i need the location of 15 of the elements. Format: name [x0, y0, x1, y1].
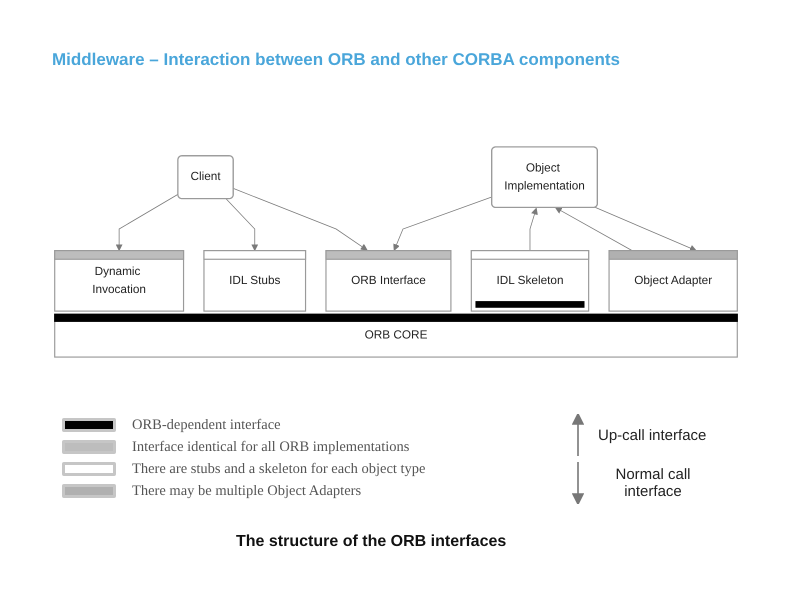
arrow	[594, 207, 697, 252]
arrow	[530, 208, 538, 252]
arrow	[555, 207, 633, 252]
arrow	[116, 194, 179, 251]
legend-text: ORB-dependent interface	[132, 416, 281, 434]
legend-text: Interface identical for all ORB implementations	[132, 438, 410, 456]
legend-text: Normal call interface	[614, 466, 692, 500]
title: Middleware – Interaction between ORB and other CORBA components	[52, 50, 620, 70]
caption: The structure of the ORB interfaces	[236, 533, 506, 551]
arrow	[233, 188, 368, 250]
arrow	[226, 198, 258, 251]
legend-text: Up-call interface	[598, 426, 706, 444]
arrow	[393, 196, 492, 251]
legend-text: There may be multiple Object Adapters	[132, 482, 362, 500]
legend-text: There are stubs and a skeleton for each object type	[132, 460, 426, 478]
